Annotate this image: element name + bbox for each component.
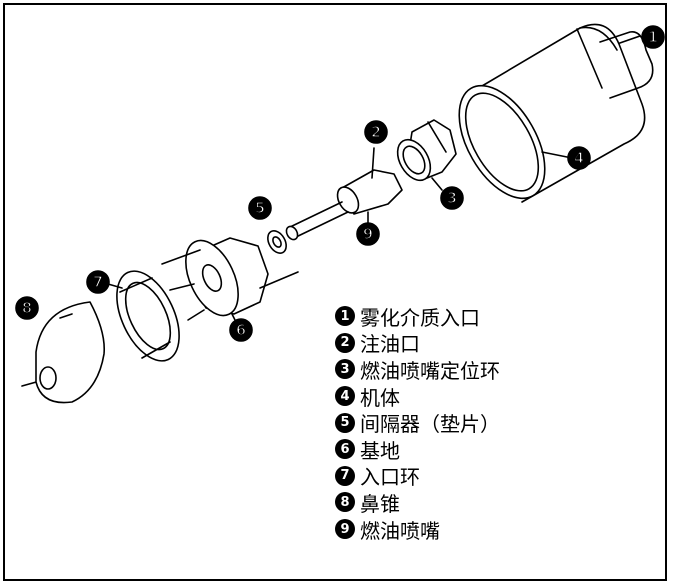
- callout-6: 6: [229, 318, 253, 342]
- callout-1: 1: [641, 25, 665, 49]
- legend-number-badge: 8: [335, 492, 355, 513]
- svg-text:7: 7: [93, 273, 103, 291]
- legend-label: 间隔器（垫片）: [360, 412, 500, 437]
- nose-cone: [35, 301, 106, 404]
- inlet-ring: [116, 270, 180, 362]
- svg-text:5: 5: [255, 199, 265, 217]
- legend-number-badge: 6: [335, 439, 355, 460]
- legend-number-badge: 3: [335, 359, 355, 380]
- svg-text:4: 4: [574, 149, 584, 167]
- callout-3: 3: [440, 186, 464, 210]
- callout-9: 9: [356, 222, 380, 246]
- fuel-nozzle-assembly: [285, 147, 403, 241]
- leader-line: [541, 151, 573, 159]
- leader-line: [107, 283, 123, 289]
- locating-ring: [396, 119, 457, 182]
- legend-label: 燃油喷嘴定位环: [360, 358, 500, 383]
- legend-label: 基地: [360, 438, 400, 463]
- legend-label: 入口环: [360, 465, 420, 490]
- body-cylinder: [458, 23, 654, 203]
- callout-2: 2: [364, 120, 388, 144]
- callout-7: 7: [86, 270, 110, 294]
- exploded-view-diagram: 1 2 3 4 5 6 7 8 9: [15, 23, 665, 404]
- svg-text:2: 2: [371, 123, 381, 141]
- legend-number-badge: 1: [335, 306, 355, 327]
- svg-text:6: 6: [236, 321, 246, 339]
- axis-line: [616, 35, 641, 45]
- callout-4: 4: [567, 146, 591, 170]
- legend-number-badge: 4: [335, 386, 355, 407]
- legend-number-badge: 7: [335, 465, 355, 486]
- base-part: [161, 237, 299, 321]
- svg-text:9: 9: [363, 225, 373, 243]
- callout-8: 8: [15, 296, 39, 320]
- callout-5: 5: [248, 196, 272, 220]
- legend-number-badge: 9: [335, 519, 355, 540]
- leader-line: [431, 177, 443, 191]
- legend-number-badge: 5: [335, 412, 355, 433]
- legend-label: 注油口: [360, 332, 420, 357]
- legend-number-badge: 2: [335, 332, 355, 353]
- legend-label: 雾化介质入口: [360, 305, 480, 330]
- svg-text:8: 8: [22, 299, 32, 317]
- spacer-washer: [267, 230, 287, 254]
- svg-text:1: 1: [648, 28, 658, 46]
- legend-label: 燃油喷嘴: [360, 518, 440, 543]
- svg-text:3: 3: [447, 189, 457, 207]
- legend-label: 鼻锥: [360, 491, 400, 516]
- legend-label: 机体: [360, 385, 400, 410]
